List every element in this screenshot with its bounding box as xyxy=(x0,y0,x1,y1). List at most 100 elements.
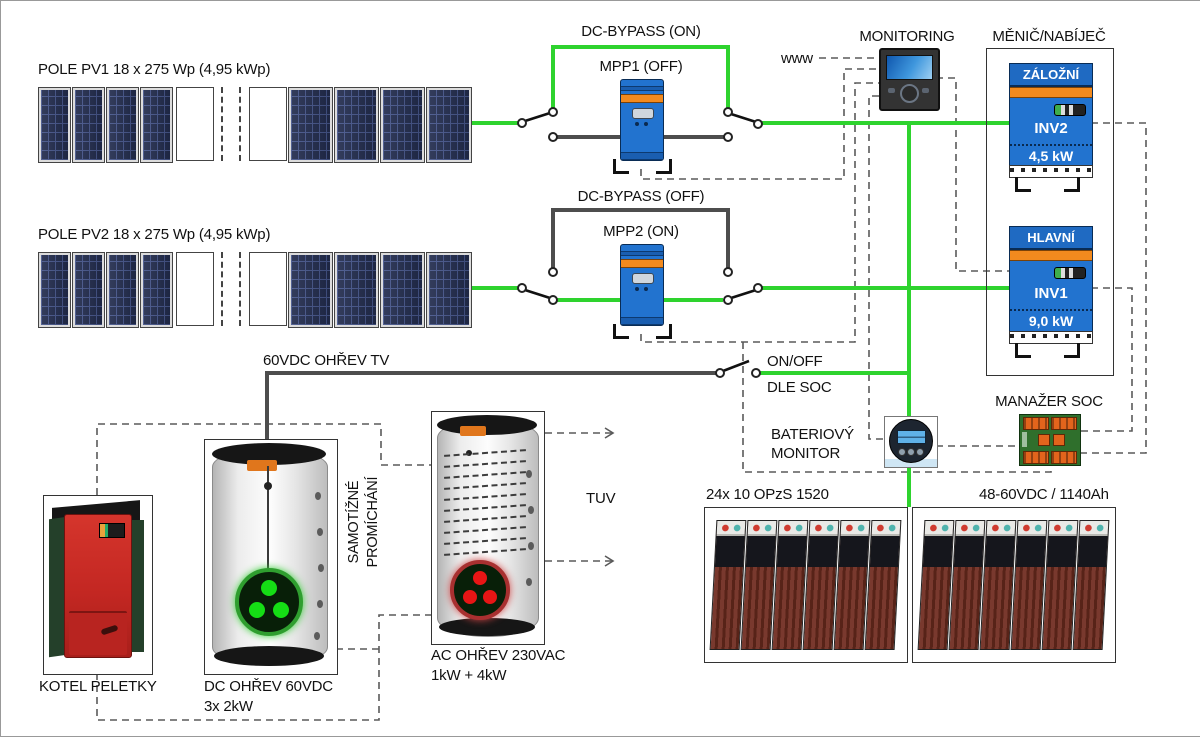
pv1-right-switch-lever xyxy=(730,112,757,124)
ac-tank-sensor-dot xyxy=(466,450,472,456)
inv2-device: ZÁLOŽNÍ INV2 4,5 kW xyxy=(1009,63,1093,167)
dc-heater-wire xyxy=(265,371,716,444)
pv2-left-switch-lever xyxy=(524,288,551,300)
inv1-bracket xyxy=(1064,343,1080,358)
inv1-device: HLAVNÍ INV1 9,0 kW xyxy=(1009,226,1093,333)
monitoring-panel xyxy=(879,48,940,111)
array-break-mark xyxy=(221,252,223,326)
dc-heating-element xyxy=(235,568,303,636)
pv-panel xyxy=(426,87,472,163)
ac-heater-tank-box xyxy=(431,411,545,645)
inv2-bracket xyxy=(1015,177,1031,192)
dashed-control-lines xyxy=(96,57,1147,721)
pv-ghost-panel xyxy=(176,252,214,326)
mpp-orange-stripe xyxy=(621,94,663,103)
battery-cell xyxy=(1072,520,1110,650)
pv-ghost-panel xyxy=(176,87,214,161)
battery-bank-1-box xyxy=(704,507,908,663)
inv1-bracket xyxy=(1015,343,1031,358)
battery-monitor-device xyxy=(884,416,938,468)
inv1-power: 9,0 kW xyxy=(1010,309,1092,329)
inv2-socmanager-line xyxy=(1079,122,1147,454)
inv1-display xyxy=(1054,267,1086,279)
mpp2-monitoring-line xyxy=(640,82,879,343)
tuv-arrowhead-top-icon xyxy=(604,427,615,439)
battery-cell xyxy=(864,520,902,650)
mpp1-bracket xyxy=(656,159,672,174)
kotel-actank-top-line xyxy=(96,423,431,495)
pv1-left-switch-lever xyxy=(524,111,551,123)
inv1-name: INV1 xyxy=(1034,285,1068,302)
kotel-actank-bottom-line xyxy=(96,614,431,721)
array-break-mark xyxy=(221,87,223,161)
array-break-mark xyxy=(239,252,241,326)
mpp2-bracket xyxy=(613,324,629,339)
inv1-header: HLAVNÍ xyxy=(1010,227,1092,250)
inv2-orange-stripe xyxy=(1010,87,1092,98)
boiler-display xyxy=(99,523,125,538)
dc-tank-logo xyxy=(247,460,277,471)
pv-panel xyxy=(334,252,379,328)
pv-panel xyxy=(106,252,139,328)
inv1-socmanager-line xyxy=(1079,287,1133,432)
pv-panel xyxy=(38,87,71,163)
pv-panel xyxy=(426,252,472,328)
mpp1-bracket xyxy=(613,159,629,174)
inv2-bracket xyxy=(1064,177,1080,192)
bypass2-wire-off xyxy=(551,208,730,268)
pv-ghost-panel xyxy=(249,87,287,161)
array-break-mark xyxy=(239,87,241,161)
pv-panel xyxy=(140,252,173,328)
mpp1-monitoring-line xyxy=(640,68,879,180)
ac-heating-element xyxy=(450,560,510,620)
boiler-side-right xyxy=(128,520,144,652)
ac-tank-logo xyxy=(460,426,486,436)
boiler-door xyxy=(69,611,127,655)
pellet-boiler-box xyxy=(43,495,153,675)
inv2-name: INV2 xyxy=(1034,120,1068,137)
ac-tank-bottom-rim xyxy=(439,618,535,636)
soc-manager-device xyxy=(1019,414,1081,466)
pv-panel xyxy=(380,252,425,328)
dc-tank-bottom-rim xyxy=(214,646,324,666)
dc-heater-tank-box xyxy=(204,439,338,675)
boiler-front xyxy=(64,514,132,658)
pv-panel xyxy=(106,87,139,163)
switches xyxy=(517,107,763,378)
battery-bank-2-box xyxy=(912,507,1116,663)
pv-panel xyxy=(38,252,71,328)
mpp2-controller xyxy=(620,244,664,326)
inv2-terminals xyxy=(1009,165,1093,178)
ac-tank-top-rim xyxy=(437,415,537,435)
pv-ghost-panel xyxy=(249,252,287,326)
monitoring-wheel xyxy=(900,84,919,103)
dc-tank-sensor-wire xyxy=(267,466,269,576)
mpp2-bracket xyxy=(656,324,672,339)
pv-panel xyxy=(288,87,333,163)
inv1-orange-stripe xyxy=(1010,250,1092,261)
inv2-display xyxy=(1054,104,1086,116)
mpp-orange-stripe xyxy=(621,259,663,268)
pv-panel xyxy=(288,252,333,328)
battery-monitor-gauge xyxy=(889,419,933,463)
inv2-power: 4,5 kW xyxy=(1010,144,1092,164)
socswitch-socmanager-line xyxy=(742,342,1052,473)
pv-panel xyxy=(72,252,105,328)
battery-monitor-lcd xyxy=(897,430,926,444)
inverter-charger-box xyxy=(986,48,1114,376)
dc-tank-sensor-dot xyxy=(264,482,272,490)
monitoring-batmonitor-line xyxy=(868,95,884,440)
tuv-arrowhead-bottom-icon xyxy=(604,555,615,567)
inv2-header: ZÁLOŽNÍ xyxy=(1010,64,1092,87)
pv-panel xyxy=(380,87,425,163)
monitoring-screen xyxy=(886,55,933,80)
bypass1-wire-on xyxy=(551,45,730,108)
boiler-handle xyxy=(100,624,119,636)
soc-switch-lever xyxy=(722,359,750,373)
pv2-right-switch-lever xyxy=(730,288,757,300)
pv-panel xyxy=(334,87,379,163)
pv-panel xyxy=(72,87,105,163)
inv1-terminals xyxy=(1009,331,1093,344)
